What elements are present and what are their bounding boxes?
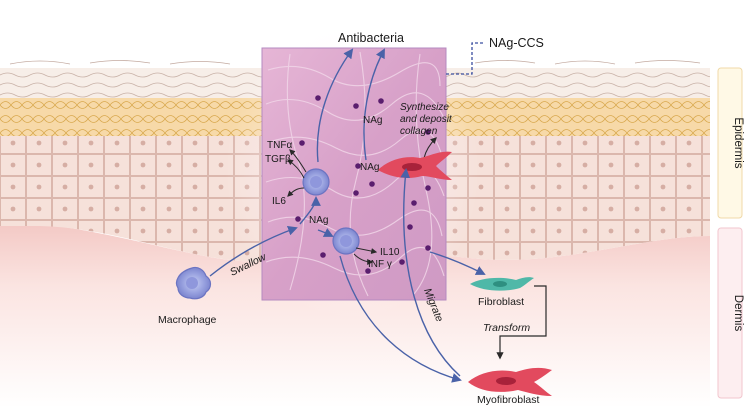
nanoparticle-dot-icon — [378, 98, 384, 104]
nanoparticle-dot-icon — [295, 216, 301, 222]
macrophage-cell-icon — [332, 227, 360, 255]
nanoparticle-dot-icon — [320, 252, 326, 258]
nanoparticle-dot-icon — [425, 185, 431, 191]
arrow-to-fibroblast — [429, 251, 486, 275]
macrophage-cell-icon — [175, 266, 212, 300]
nanoparticle-dot-icon — [315, 95, 321, 101]
nanoparticle-dot-icon — [425, 245, 431, 251]
arrow-tgfb — [287, 159, 305, 179]
antibacteria-label: Antibacteria — [338, 31, 404, 45]
arrow-macrophage-up — [299, 196, 321, 225]
nanoparticle-dot-icon — [411, 200, 417, 206]
fibroblast-cell-icon — [470, 277, 534, 291]
il10-label: IL10 — [380, 247, 400, 258]
arrow-il10 — [355, 247, 378, 255]
arrow-synthesize — [423, 137, 437, 159]
nanoparticle-dot-icon — [369, 181, 375, 187]
fibroblast-label: Fibroblast — [478, 296, 524, 308]
arrow-to-antibacteria-left — [316, 48, 354, 163]
nanoparticle-dot-icon — [353, 103, 359, 109]
arrow-il6 — [287, 187, 305, 197]
epidermis-band — [717, 67, 743, 219]
infy-label: INF γ — [368, 259, 392, 270]
nanoparticle-dot-icon — [353, 190, 359, 196]
macrophage-label: Macrophage — [158, 314, 217, 326]
tnfa-label: TNFα — [267, 140, 292, 151]
nanoparticle-dot-icon — [365, 268, 371, 274]
nanoparticle-dot-icon — [299, 140, 305, 146]
nag-ccs-label: NAg-CCS — [489, 36, 544, 50]
nag-particles — [295, 95, 431, 274]
tgfb-label: TGFβ — [265, 154, 291, 165]
epidermis-label: Epidermis — [732, 117, 744, 168]
macrophage-cell-icon — [302, 168, 330, 196]
arrow-tnfa — [289, 149, 307, 173]
arrow-to-myofibroblast — [339, 255, 462, 383]
arrow-swallow — [209, 226, 298, 277]
nag-label-mid: NAg — [360, 162, 379, 173]
nag-label-low: NAg — [309, 215, 328, 226]
nanoparticle-dot-icon — [425, 129, 431, 135]
stratum-corneum — [9, 60, 701, 65]
il6-label: IL6 — [272, 196, 286, 207]
nag-ccs-connector — [446, 42, 485, 75]
myofibroblast-label: Myofibroblast — [477, 394, 540, 406]
arrow-macrophage-right — [317, 228, 334, 237]
nag-label-top: NAg — [363, 115, 382, 126]
arrow-to-antibacteria-right — [363, 48, 385, 161]
transform-label: Transform — [483, 322, 530, 334]
nanoparticle-dot-icon — [399, 259, 405, 265]
nanoparticle-dot-icon — [407, 224, 413, 230]
arrow-migrate — [400, 168, 461, 377]
dermis-band — [717, 227, 743, 399]
arrow-infy — [353, 253, 374, 265]
arrow-transform — [496, 285, 547, 360]
dermis-label: Dermis — [732, 295, 744, 332]
synthesize-label: Synthesize and deposit collagen — [400, 102, 455, 137]
nanoparticle-dot-icon — [355, 163, 361, 169]
myofibroblast-cell-icon — [468, 367, 552, 396]
